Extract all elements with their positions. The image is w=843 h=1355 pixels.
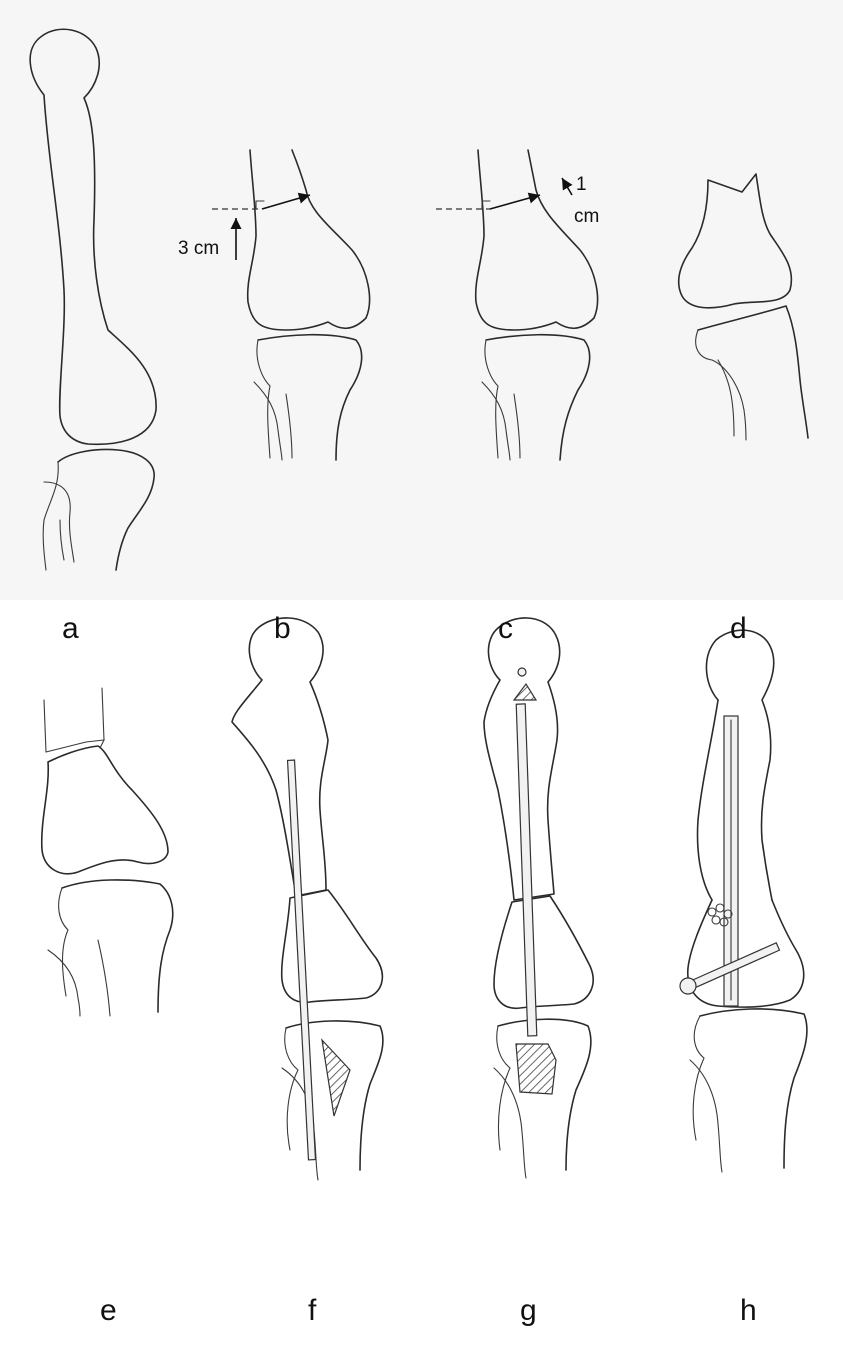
- panel-label-h: h: [740, 1294, 757, 1327]
- panel-label-c: c: [498, 612, 513, 645]
- distance-label-b: 3 cm: [178, 238, 219, 259]
- screw-head: [680, 978, 696, 994]
- distance-label-c-value: 1: [576, 174, 587, 195]
- distance-label-c-unit: cm: [574, 206, 599, 227]
- paper-top-sheet: [0, 0, 843, 600]
- distal-graft-block: [516, 1044, 556, 1094]
- rod-proximal-cap: [518, 668, 526, 676]
- panel-label-e: e: [100, 1294, 117, 1327]
- panel-label-g: g: [520, 1294, 537, 1327]
- panel-label-b: b: [274, 612, 291, 645]
- panel-label-d: d: [730, 612, 747, 645]
- panel-label-a: a: [62, 612, 79, 645]
- panel-label-f: f: [308, 1294, 317, 1327]
